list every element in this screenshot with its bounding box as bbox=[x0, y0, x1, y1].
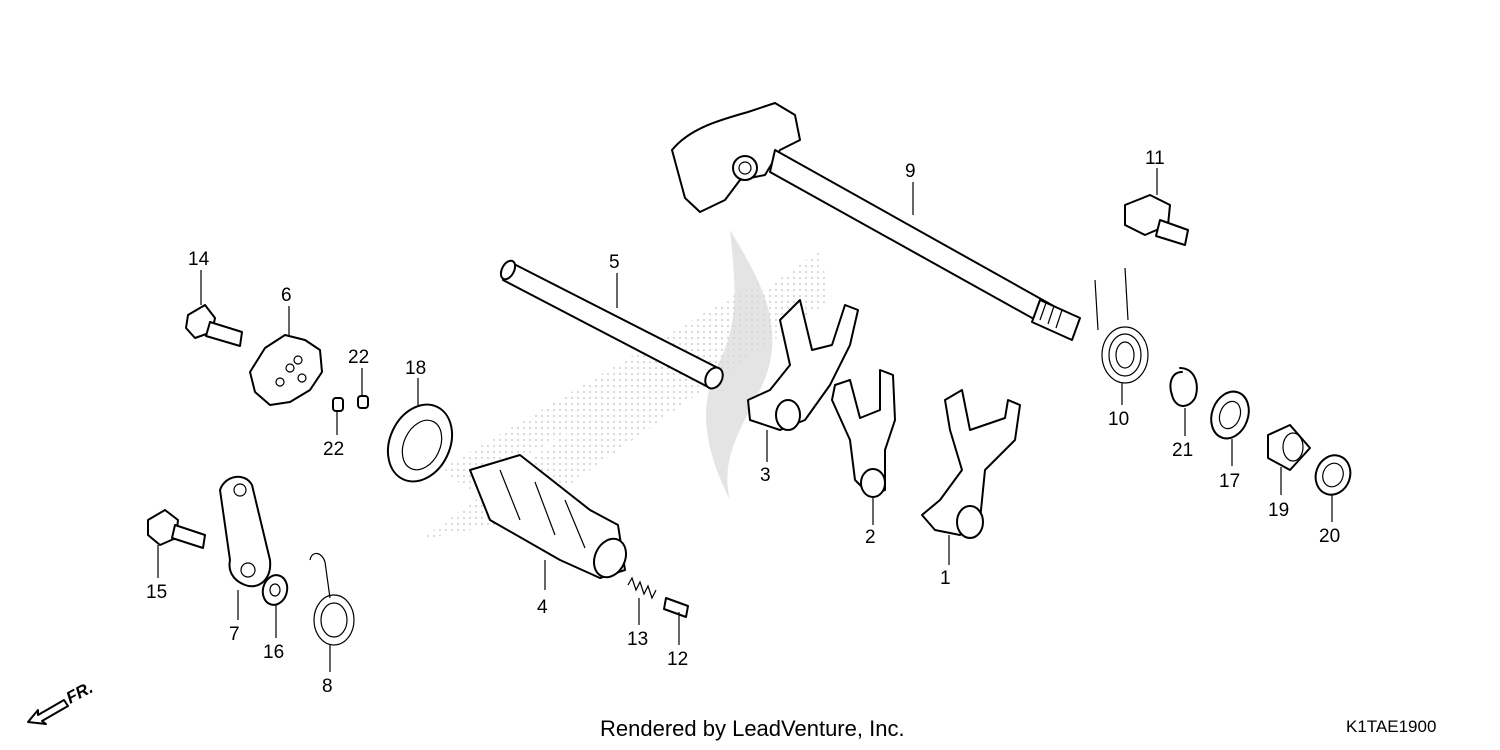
callout-17[interactable]: 17 bbox=[1219, 471, 1240, 492]
part-12-pin[interactable] bbox=[663, 597, 689, 618]
part-18-bearing[interactable] bbox=[376, 394, 464, 492]
callout-8[interactable]: 8 bbox=[322, 676, 333, 697]
callout-10[interactable]: 10 bbox=[1108, 409, 1129, 430]
front-direction-label: FR. bbox=[63, 682, 96, 708]
callout-11[interactable]: 11 bbox=[1145, 148, 1165, 169]
part-19-needle-bearing[interactable] bbox=[1267, 424, 1311, 471]
part-20-oil-seal[interactable] bbox=[1310, 450, 1356, 499]
callout-18[interactable]: 18 bbox=[405, 358, 426, 379]
part-6-drum-center[interactable] bbox=[249, 334, 323, 406]
part-4-shift-drum[interactable] bbox=[469, 454, 632, 582]
callout-21[interactable]: 21 bbox=[1172, 440, 1193, 461]
callout-22-lower[interactable]: 22 bbox=[323, 439, 344, 460]
part-3-shift-fork[interactable] bbox=[747, 299, 859, 431]
part-7-stopper-arm[interactable] bbox=[219, 475, 272, 588]
callout-16[interactable]: 16 bbox=[263, 642, 284, 663]
part-8-spring[interactable] bbox=[309, 552, 355, 646]
part-5-shift-fork-shaft[interactable] bbox=[498, 258, 726, 391]
part-10-return-spring[interactable] bbox=[1094, 267, 1149, 384]
part-2-shift-fork[interactable] bbox=[831, 369, 896, 498]
callout-13[interactable]: 13 bbox=[627, 629, 648, 650]
diagram-code: K1TAE1900 bbox=[1346, 717, 1437, 736]
leader-lines bbox=[157, 168, 1333, 672]
callout-6[interactable]: 6 bbox=[281, 285, 292, 306]
part-1-shift-fork[interactable] bbox=[921, 389, 1021, 539]
part-13-spring[interactable] bbox=[627, 576, 657, 600]
callout-19[interactable]: 19 bbox=[1268, 500, 1289, 521]
callout-20[interactable]: 20 bbox=[1319, 526, 1340, 547]
part-15-bolt[interactable] bbox=[147, 509, 206, 549]
callout-22-upper[interactable]: 22 bbox=[348, 347, 369, 368]
part-11-bolt[interactable] bbox=[1124, 194, 1189, 246]
callout-5[interactable]: 5 bbox=[609, 252, 620, 273]
part-9-gearshift-spindle[interactable] bbox=[671, 102, 1081, 341]
callout-labels: 1 2 3 4 5 6 7 8 9 10 11 12 13 14 15 16 1… bbox=[146, 148, 1340, 697]
callout-15[interactable]: 15 bbox=[146, 582, 167, 603]
part-14-bolt[interactable] bbox=[185, 304, 243, 347]
front-direction-arrow-icon: FR. bbox=[27, 682, 96, 725]
part-22-dowel-pins[interactable] bbox=[332, 395, 369, 412]
callout-14[interactable]: 14 bbox=[188, 249, 210, 270]
callout-12[interactable]: 12 bbox=[667, 649, 688, 670]
callout-2[interactable]: 2 bbox=[865, 527, 876, 548]
callout-3[interactable]: 3 bbox=[760, 465, 771, 486]
callout-1[interactable]: 1 bbox=[940, 568, 951, 589]
callout-4[interactable]: 4 bbox=[537, 597, 548, 618]
part-16-washer[interactable] bbox=[260, 572, 291, 607]
part-17-washer[interactable] bbox=[1205, 386, 1255, 443]
callout-9[interactable]: 9 bbox=[905, 161, 916, 182]
part-21-circlip[interactable] bbox=[1169, 367, 1198, 407]
callout-7[interactable]: 7 bbox=[229, 624, 240, 645]
rendered-by-credit: Rendered by LeadVenture, Inc. bbox=[600, 716, 905, 741]
